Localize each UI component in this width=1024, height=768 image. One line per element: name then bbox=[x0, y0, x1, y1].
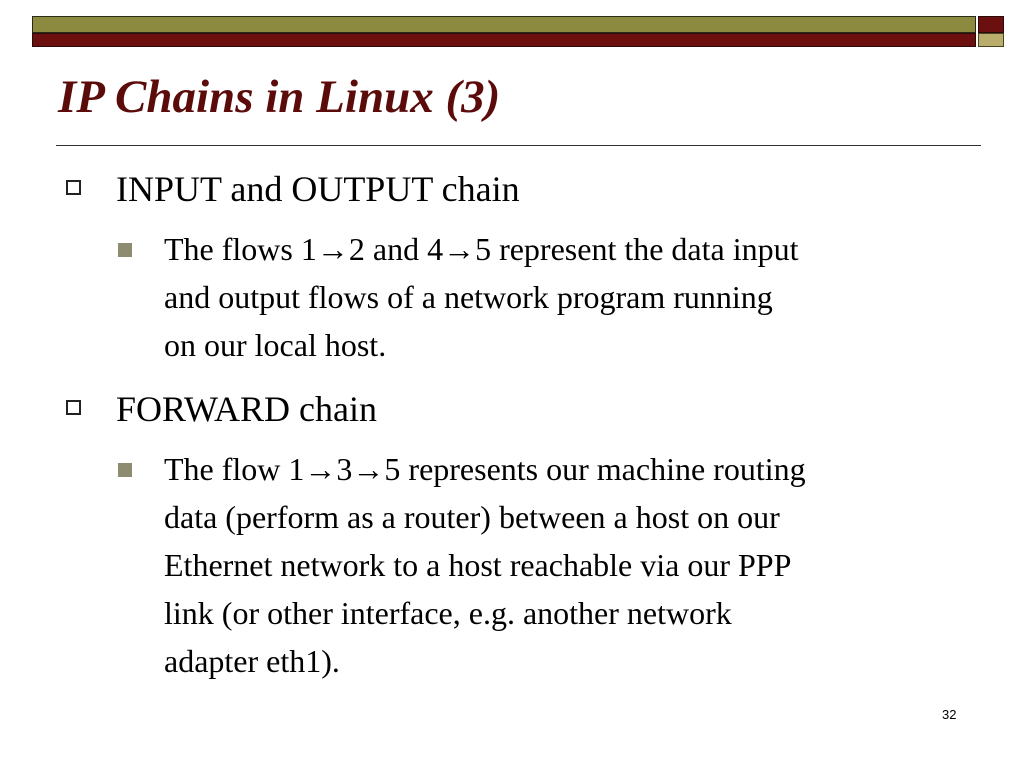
body-line: on our local host. bbox=[164, 327, 387, 363]
title-divider bbox=[56, 145, 981, 146]
body-line: data (perform as a router) between a hos… bbox=[164, 499, 780, 535]
filled-square-icon bbox=[118, 243, 132, 257]
body-line: link (or other interface, e.g. another n… bbox=[164, 595, 732, 631]
body-line: Ethernet network to a host reachable via… bbox=[164, 547, 792, 583]
page-number: 32 bbox=[942, 707, 957, 722]
header-bar-maroon bbox=[32, 33, 976, 47]
section-body-input-output: The flows 1→2 and 4→5 represent the data… bbox=[164, 225, 984, 369]
header-bar-olive bbox=[32, 16, 976, 33]
body-line: The flow 1→3→5 represents our machine ro… bbox=[164, 451, 806, 487]
hollow-square-icon bbox=[66, 400, 81, 415]
section-heading-forward: FORWARD chain bbox=[116, 389, 377, 429]
header-square-olive bbox=[978, 33, 1004, 47]
section-body-forward: The flow 1→3→5 represents our machine ro… bbox=[164, 445, 984, 685]
filled-square-icon bbox=[118, 463, 132, 477]
body-line: adapter eth1). bbox=[164, 643, 340, 679]
section-heading-input-output: INPUT and OUTPUT chain bbox=[116, 169, 520, 209]
body-line: The flows 1→2 and 4→5 represent the data… bbox=[164, 231, 799, 267]
hollow-square-icon bbox=[66, 180, 81, 195]
slide-title: IP Chains in Linux (3) bbox=[58, 71, 501, 123]
body-line: and output flows of a network program ru… bbox=[164, 279, 773, 315]
header-square-maroon bbox=[978, 16, 1004, 33]
